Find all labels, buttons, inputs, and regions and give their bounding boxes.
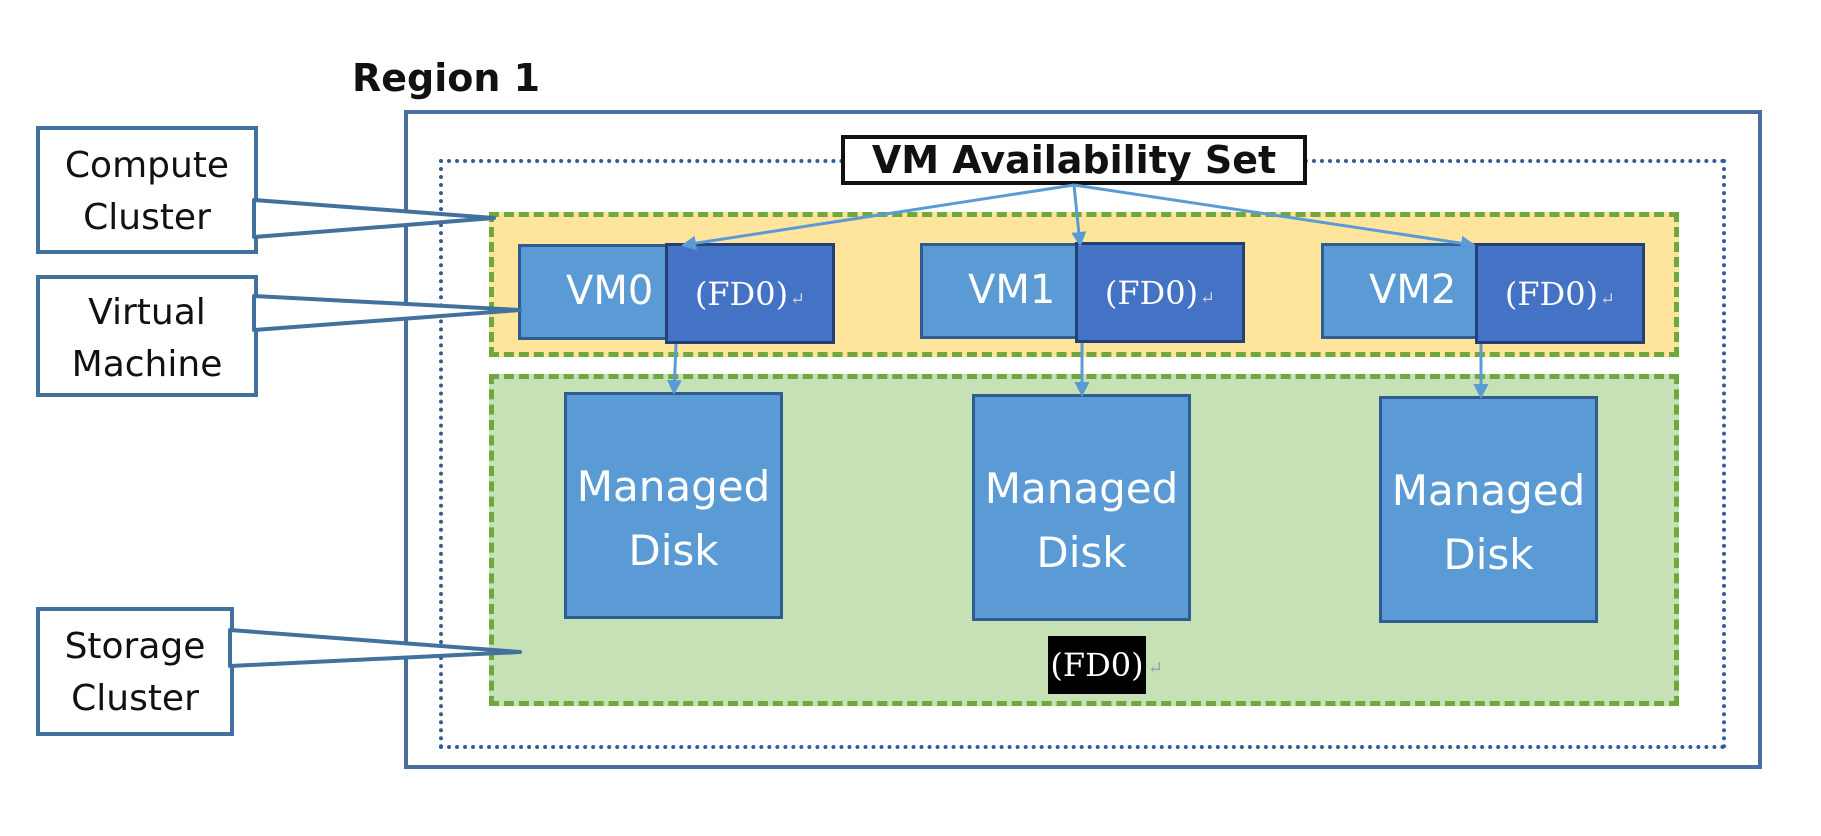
callout-label-line1: Compute [64,145,230,186]
vm-node: VM1 [920,243,1090,339]
callout-label-line1: Virtual [88,292,206,333]
vm-fault-domain-badge: (FD0)↵ [665,243,835,344]
managed-disk-label-line1: Managed [576,462,771,511]
vm-fault-domain-badge: (FD0)↵ [1075,242,1245,343]
storage-fault-domain-badge: (FD0) ↵ [1048,636,1163,694]
return-mark-icon: ↵ [790,289,806,310]
callout-virtual-machine: Virtual Machine [36,275,258,397]
callout-storage-cluster: Storage Cluster [36,607,234,736]
fault-domain-label: (FD0) [694,275,789,313]
callout-compute-cluster: Compute Cluster [36,126,258,254]
fault-domain-label: (FD0) [1504,275,1599,313]
return-mark-icon: ↵ [1200,288,1216,309]
vm-node: VM2 [1321,243,1491,339]
region-title: Region 1 [352,56,541,100]
managed-disk-label-line2: Disk [1036,528,1127,577]
managed-disk: Managed Disk [972,394,1191,621]
managed-disk: Managed Disk [564,392,783,619]
vm-node: VM0 [518,244,688,340]
vm-fault-domain-badge: (FD0)↵ [1475,243,1645,344]
return-mark-icon: ↵ [1148,658,1164,679]
managed-disk: Managed Disk [1379,396,1598,623]
callout-label-line2: Cluster [71,678,199,719]
managed-disk-label-line2: Disk [1443,530,1534,579]
callout-label-line1: Storage [64,626,206,667]
storage-fault-domain-label: (FD0) [1050,646,1144,684]
managed-disk-label-line1: Managed [984,464,1179,513]
managed-disk-label-line1: Managed [1391,466,1586,515]
fault-domain-label: (FD0) [1104,274,1199,312]
callout-label-line2: Machine [71,344,223,385]
callout-label-line2: Cluster [83,197,211,238]
region-boundary [404,110,1762,769]
managed-disk-label-line2: Disk [628,526,719,575]
availability-set-label: VM Availability Set [841,135,1307,185]
return-mark-icon: ↵ [1600,289,1616,310]
